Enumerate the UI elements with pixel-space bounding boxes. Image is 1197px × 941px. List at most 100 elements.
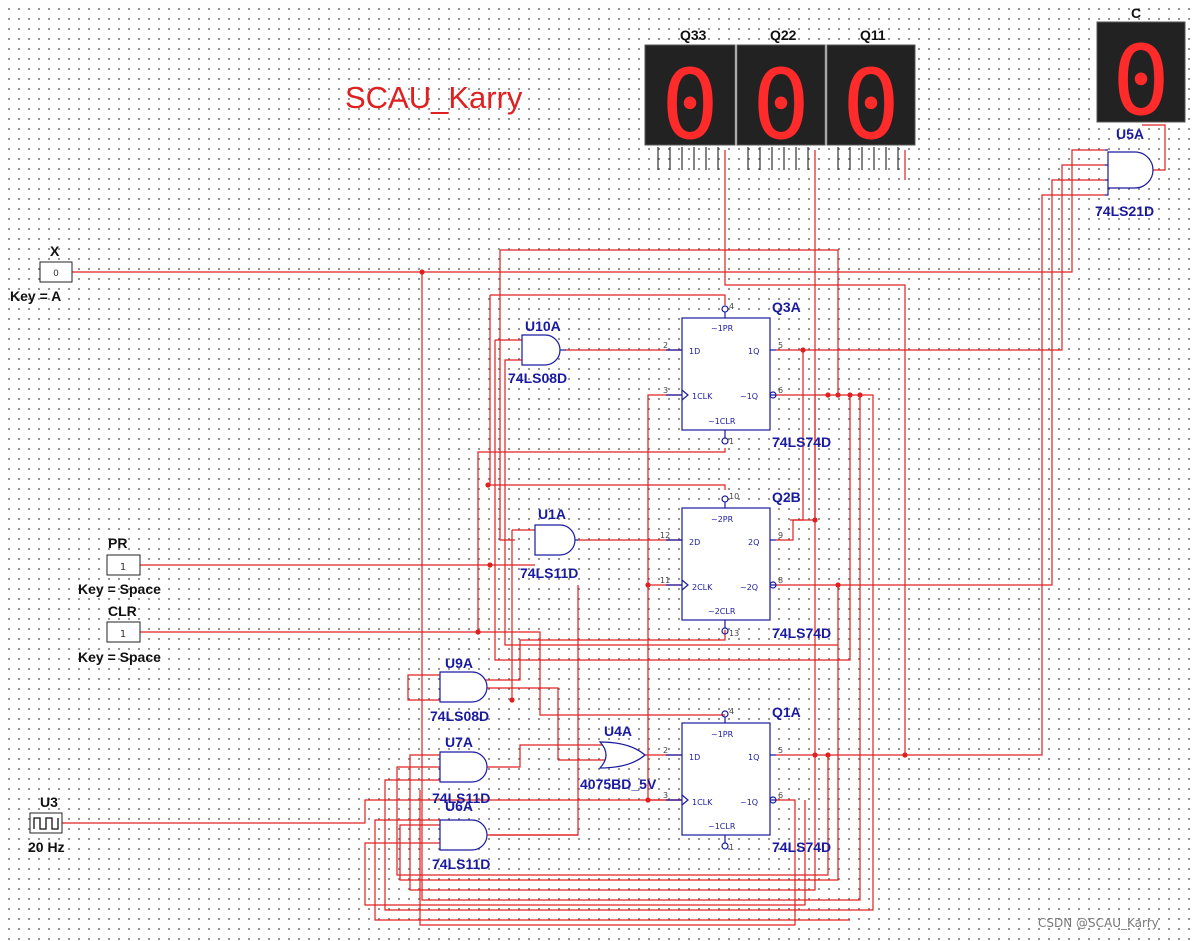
gate-u4a-ref: U4A bbox=[604, 723, 632, 739]
gate-u7a: U7A 74LS11D bbox=[432, 734, 490, 806]
flipflop-q2b-part: 74LS74D bbox=[772, 625, 831, 641]
svg-text:~2CLR: ~2CLR bbox=[708, 607, 736, 616]
svg-text:8: 8 bbox=[778, 576, 783, 585]
svg-text:2D: 2D bbox=[689, 538, 700, 547]
svg-text:1CLK: 1CLK bbox=[692, 392, 713, 401]
gate-u4a-part: 4075BD_5V bbox=[580, 776, 657, 792]
svg-text:6: 6 bbox=[778, 386, 783, 395]
svg-text:~1PR: ~1PR bbox=[711, 730, 734, 739]
display-q22-label: Q22 bbox=[770, 27, 797, 43]
gate-u5a-ref: U5A bbox=[1116, 126, 1144, 142]
svg-text:~1Q: ~1Q bbox=[740, 392, 758, 401]
input-x-state: 0 bbox=[53, 269, 59, 279]
svg-text:6: 6 bbox=[778, 791, 783, 800]
svg-text:~2PR: ~2PR bbox=[711, 515, 734, 524]
svg-text:5: 5 bbox=[778, 341, 783, 350]
clock-freq: 20 Hz bbox=[28, 839, 65, 855]
svg-text:2Q: 2Q bbox=[748, 538, 759, 547]
input-clr-key: Key = Space bbox=[78, 649, 161, 665]
input-x-name: X bbox=[50, 243, 60, 259]
svg-text:12: 12 bbox=[660, 531, 670, 540]
square-wave-icon bbox=[33, 817, 59, 830]
svg-text:~2Q: ~2Q bbox=[740, 583, 758, 592]
gate-u10a-ref: U10A bbox=[525, 318, 561, 334]
gate-u6a: U6A 74LS11D bbox=[432, 798, 490, 872]
svg-text:10: 10 bbox=[729, 492, 739, 501]
svg-text:1: 1 bbox=[729, 437, 734, 446]
svg-text:4: 4 bbox=[729, 302, 734, 311]
junctions bbox=[419, 269, 908, 803]
flipflop-q2b: Q2B 74LS74D ~2PR 2D 2Q 2CLK ~2Q ~2CLR 10… bbox=[660, 489, 831, 641]
svg-text:13: 13 bbox=[729, 629, 739, 638]
gate-u5a: U5A 74LS21D bbox=[1095, 126, 1154, 219]
input-clr-box bbox=[106, 621, 141, 643]
display-q33: Q33 0 bbox=[644, 27, 736, 170]
input-clr-state: 1 bbox=[120, 629, 126, 640]
footer-credit: CSDN @SCAU_Karry bbox=[1038, 916, 1159, 930]
input-x-box bbox=[39, 261, 73, 283]
svg-text:9: 9 bbox=[778, 531, 783, 540]
input-pr-name: PR bbox=[108, 535, 127, 551]
author-watermark: SCAU_Karry bbox=[345, 80, 523, 115]
input-x-key: Key = A bbox=[10, 288, 61, 304]
svg-text:4: 4 bbox=[729, 707, 734, 716]
gate-u4a: U4A 4075BD_5V bbox=[580, 723, 657, 792]
flipflop-q3a: Q3A 74LS74D ~1PR 1D 1Q 1CLK ~1Q ~1CLR 4 … bbox=[663, 299, 831, 450]
gate-u1a-ref: U1A bbox=[538, 506, 566, 522]
flipflop-q1a-ref: Q1A bbox=[772, 704, 801, 720]
gate-u10a: U10A 74LS08D bbox=[508, 318, 567, 386]
gate-u7a-ref: U7A bbox=[445, 734, 473, 750]
flipflop-q2b-ref: Q2B bbox=[772, 489, 801, 505]
flipflop-q3a-ref: Q3A bbox=[772, 299, 801, 315]
svg-text:2: 2 bbox=[663, 746, 668, 755]
display-c-digit: 0 bbox=[1112, 25, 1170, 137]
svg-text:2: 2 bbox=[663, 341, 668, 350]
svg-text:1Q: 1Q bbox=[748, 347, 759, 356]
svg-text:~1CLR: ~1CLR bbox=[708, 417, 736, 426]
display-q11: Q11 0 bbox=[826, 27, 916, 170]
gate-u9a-part: 74LS08D bbox=[430, 708, 489, 724]
gate-u1a-part: 74LS11D bbox=[520, 565, 578, 581]
input-clr[interactable]: CLR 1 Key = Space bbox=[78, 603, 161, 665]
svg-text:11: 11 bbox=[660, 576, 670, 585]
display-q33-digit: 0 bbox=[661, 49, 719, 161]
wires bbox=[62, 124, 1166, 926]
gate-u9a-ref: U9A bbox=[445, 655, 473, 671]
input-pr-box bbox=[106, 554, 141, 576]
flipflop-q1a-part: 74LS74D bbox=[772, 839, 831, 855]
display-q11-label: Q11 bbox=[860, 27, 886, 43]
gate-u5a-part: 74LS21D bbox=[1095, 203, 1154, 219]
input-pr[interactable]: PR 1 Key = Space bbox=[78, 535, 161, 597]
gate-u6a-ref: U6A bbox=[445, 798, 473, 814]
flipflop-q3a-part: 74LS74D bbox=[772, 434, 831, 450]
gate-u1a: U1A 74LS11D bbox=[520, 506, 578, 581]
clock-source[interactable]: U3 20 Hz bbox=[28, 794, 65, 855]
svg-text:1CLK: 1CLK bbox=[692, 798, 713, 807]
svg-text:3: 3 bbox=[663, 791, 668, 800]
display-q22-digit: 0 bbox=[752, 49, 810, 161]
svg-text:5: 5 bbox=[778, 746, 783, 755]
flipflop-q1a: Q1A 74LS74D ~1PR 1D 1Q 1CLK ~1Q ~1CLR 4 … bbox=[663, 704, 831, 855]
svg-text:1D: 1D bbox=[689, 347, 700, 356]
input-pr-state: 1 bbox=[120, 562, 126, 573]
svg-text:2CLK: 2CLK bbox=[692, 583, 713, 592]
svg-text:~1PR: ~1PR bbox=[711, 324, 734, 333]
display-c-label: C bbox=[1131, 5, 1141, 21]
svg-text:~1CLR: ~1CLR bbox=[708, 822, 736, 831]
display-q22: Q22 0 bbox=[736, 27, 826, 170]
svg-text:1Q: 1Q bbox=[748, 753, 759, 762]
svg-text:1D: 1D bbox=[689, 753, 700, 762]
svg-text:1: 1 bbox=[729, 843, 734, 852]
display-q11-digit: 0 bbox=[842, 49, 900, 161]
gate-u9a: U9A 74LS08D bbox=[430, 655, 489, 724]
display-c: C 0 bbox=[1096, 5, 1186, 137]
clock-ref: U3 bbox=[40, 794, 58, 810]
display-q33-label: Q33 bbox=[680, 27, 707, 43]
gate-u7a-part: 74LS11D bbox=[432, 790, 490, 806]
gate-u6a-part: 74LS11D bbox=[432, 856, 490, 872]
input-pr-key: Key = Space bbox=[78, 581, 161, 597]
input-x[interactable]: X 0 Key = A bbox=[10, 243, 73, 304]
gate-u10a-part: 74LS08D bbox=[508, 370, 567, 386]
input-clr-name: CLR bbox=[108, 603, 137, 619]
